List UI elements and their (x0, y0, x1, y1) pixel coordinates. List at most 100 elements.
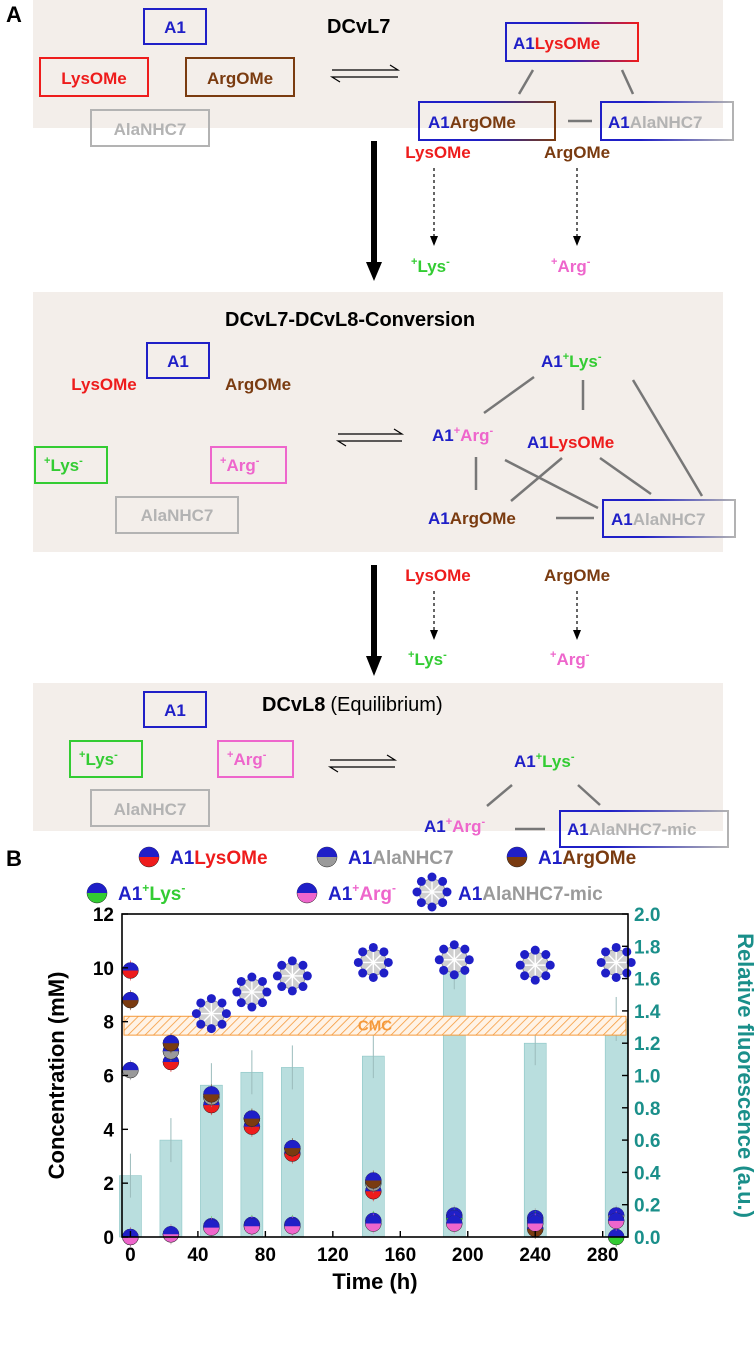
legend-marker-top (87, 883, 107, 893)
micelle-point (515, 945, 555, 985)
micelle-point-head (520, 950, 530, 960)
micelle-point-head (206, 1024, 216, 1034)
micelle-point-head (262, 987, 272, 997)
micelle-point-spoke (607, 961, 617, 971)
data-point (526, 1215, 544, 1232)
p-a1lys: A1+Lys- (541, 351, 602, 371)
micelle-point-spoke (284, 967, 293, 977)
legend-a1: A1 (458, 884, 483, 905)
argome-label-2: ArgOMe (225, 375, 291, 394)
micelle-point-head (596, 957, 606, 967)
legend-marker (296, 882, 318, 904)
alanhc7-label-2: AlaNHC7 (141, 506, 214, 525)
a1lysome-box (505, 22, 639, 62)
micelle-point-head (298, 960, 308, 970)
data-point-top (243, 1218, 260, 1227)
legend-micelle-head (427, 872, 437, 882)
y-tick-label: 2 (103, 1174, 114, 1195)
lys-box (34, 446, 108, 484)
micelle-point-head (541, 971, 551, 981)
lys-label: +Lys- (44, 455, 83, 475)
a1-label: A1 (164, 18, 186, 37)
step2-lysome: LysOMe (405, 566, 471, 585)
yr-tick-label: 1.6 (634, 970, 660, 991)
micelle-point-spoke (615, 961, 625, 971)
y-axis-label: Concentration (mM) (44, 972, 69, 1180)
x-tick-label: 40 (187, 1245, 208, 1266)
data-point (122, 962, 139, 979)
data-point-top (122, 1062, 139, 1071)
a1alanhc7-box (600, 101, 734, 141)
micelle-point-head (601, 968, 611, 978)
dcvl7-panel: DCvL7 A1 LysOMe ArgOMe AlaNHC7 A1LysOMe … (33, 0, 734, 147)
legend-micelle-spoke (423, 883, 433, 893)
a1-box (143, 8, 207, 45)
micelle-point-head (206, 994, 216, 1004)
conversion-panel: DCvL7-DCvL8-Conversion A1 LysOMe ArgOMe … (33, 292, 736, 552)
data-point (607, 1228, 625, 1246)
panel-a-label: A (6, 2, 22, 27)
data-point (203, 1219, 220, 1236)
legend-micelle-spoke (423, 891, 433, 901)
step1-lys: +Lys- (411, 256, 450, 276)
network-edges-3 (486, 784, 601, 831)
alanhc7-label-3: AlaNHC7 (114, 800, 187, 819)
lys-box-3 (69, 740, 143, 778)
data-point-top (162, 1035, 179, 1044)
legend-micelle-head (438, 898, 448, 908)
micelle-point-head (530, 945, 540, 955)
legend-a1: A1 (328, 884, 353, 905)
micelle-point-spoke (284, 975, 293, 985)
legend-micelle-head (412, 887, 422, 897)
micelle-point-head (196, 1019, 206, 1029)
legend-a1: A1 (118, 884, 143, 905)
fluorescence-bar (523, 1042, 547, 1238)
p-a1lysome: A1LysOMe (527, 433, 614, 452)
micelle-point-head (541, 950, 551, 960)
hydrolysis-step-1: LysOMe ArgOMe +Lys- +Arg- (366, 141, 610, 281)
conversion-title: DCvL7-DCvL8-Conversion (225, 309, 475, 331)
arg-box (210, 446, 287, 484)
micelle-point-spoke (203, 1013, 212, 1022)
micelle-point-spoke (210, 1013, 220, 1022)
y-tick-label: 10 (93, 959, 114, 980)
micelle-point-spoke (372, 961, 382, 971)
micelle-point-head (247, 972, 257, 982)
data-point (284, 1139, 301, 1157)
data-point-top (284, 1218, 301, 1227)
micelle-point-head (277, 960, 287, 970)
x-tick-label: 80 (255, 1245, 276, 1266)
data-point (162, 1226, 180, 1243)
legend-marker (138, 846, 160, 868)
data-point-top (446, 1215, 463, 1224)
legend-a1: A1 (170, 848, 195, 869)
legend-marker-top (139, 847, 159, 857)
chart: CMC0246810120.00.20.40.60.81.01.21.41.61… (44, 905, 756, 1294)
data-point (365, 1215, 382, 1232)
micelle-point-spoke (365, 954, 374, 963)
legend-label: A1LysOMe (170, 848, 268, 869)
x-tick-label: 200 (452, 1245, 484, 1266)
y-tick-label: 6 (103, 1067, 114, 1088)
fluorescence-bar (240, 1071, 264, 1238)
micelle-point-head (439, 944, 449, 954)
micelle-point-spoke (291, 967, 301, 977)
micelle-point-spoke (251, 983, 261, 993)
micelle-point-spoke (453, 951, 463, 961)
a1-box-2 (146, 342, 210, 379)
dcvl7-title: DCvL7 (327, 16, 390, 38)
micelle-point-spoke (243, 991, 253, 1001)
p3-a1lys: A1+Lys- (514, 751, 575, 771)
x-tick-label: 120 (317, 1245, 349, 1266)
yr-tick-label: 0.6 (634, 1131, 660, 1152)
lysome-box (39, 57, 149, 97)
micelle-point-head (622, 947, 632, 957)
yr-tick-label: 1.2 (634, 1034, 660, 1055)
micelle-point-spoke (446, 951, 455, 961)
micelle-point-spoke (526, 964, 536, 974)
arg-label-3: +Arg- (227, 749, 267, 769)
micelle-point-head (449, 970, 459, 980)
micelle-point-head (298, 982, 308, 992)
argome-label: ArgOMe (207, 69, 273, 88)
micelle-point (434, 940, 474, 980)
